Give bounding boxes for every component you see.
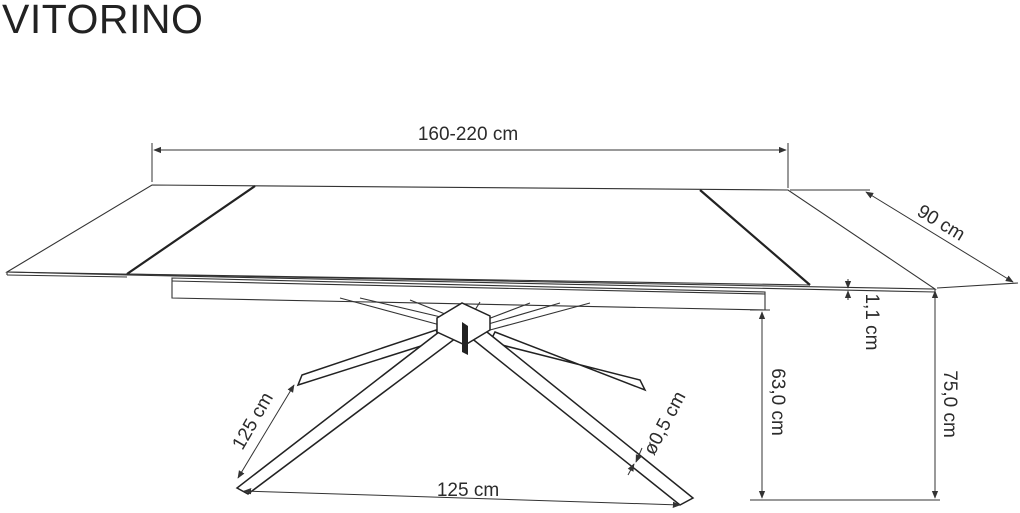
- leg-diagonal-label: 125 cm: [229, 389, 278, 453]
- dimension-depth: 90 cm: [790, 189, 1019, 289]
- length-label: 160-220 cm: [418, 124, 518, 145]
- table-top-edge: [6, 271, 936, 293]
- leg-base-label: 125 cm: [437, 480, 499, 501]
- dimension-length: 160-220 cm: [151, 124, 789, 188]
- product-title: VITORINO: [2, 0, 204, 42]
- right-extension-seam: [699, 189, 811, 286]
- left-extension-seam: [126, 185, 256, 275]
- depth-label: 90 cm: [913, 201, 968, 246]
- leg-back-right: [488, 331, 647, 392]
- frame-height-label: 63,0 cm: [767, 368, 788, 436]
- dimension-leg-base: 125 cm: [243, 480, 681, 508]
- total-height-label: 75,0 cm: [939, 370, 960, 438]
- table-legs: [235, 297, 695, 506]
- thickness-label: 1,1 cm: [861, 293, 882, 350]
- table-top: [5, 184, 937, 293]
- dimension-thickness: 1,1 cm: [844, 279, 882, 351]
- dimension-frame-height: 63,0 cm: [750, 309, 940, 501]
- tube-label: ø0,5 cm: [640, 388, 691, 458]
- dimension-total-height: 75,0 cm: [931, 290, 960, 499]
